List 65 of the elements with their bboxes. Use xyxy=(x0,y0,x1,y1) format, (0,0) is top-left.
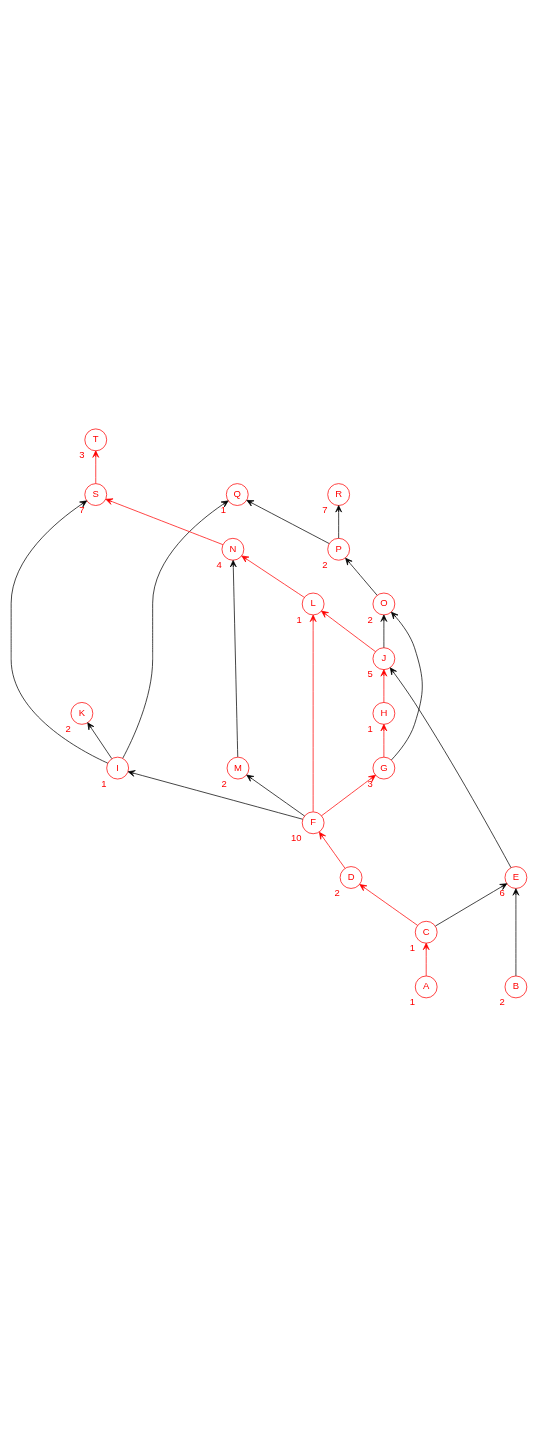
arrow xyxy=(309,614,317,812)
node-circle: N xyxy=(221,537,245,561)
node-label: 7 xyxy=(322,503,328,515)
arrow xyxy=(422,942,430,976)
node-label: 3 xyxy=(79,448,85,460)
node-label: 2 xyxy=(65,722,71,734)
node-label: 1 xyxy=(220,503,227,515)
node-label: 1 xyxy=(101,777,107,789)
node-circle: D xyxy=(339,865,363,889)
arrow xyxy=(335,504,342,539)
node-circle: C xyxy=(414,920,438,944)
arrow xyxy=(241,555,305,598)
node-circle: M xyxy=(226,756,250,779)
node-label: 1 xyxy=(296,613,302,625)
arrow xyxy=(122,499,229,759)
node-circle: A xyxy=(414,975,438,998)
node-label: 6 xyxy=(499,886,505,898)
node-circle: K xyxy=(70,701,94,725)
node-label: 1 xyxy=(367,722,373,734)
node-label: 2 xyxy=(499,995,505,1007)
node-circle: R xyxy=(327,482,350,506)
arrow xyxy=(229,559,239,757)
arrow xyxy=(380,668,388,703)
node-label: 4 xyxy=(216,558,222,570)
node-circle: T xyxy=(84,428,108,451)
node-label: 7 xyxy=(79,503,85,515)
arrow xyxy=(92,449,100,484)
arrow xyxy=(246,499,330,544)
node-label: 2 xyxy=(322,558,328,570)
arrow xyxy=(318,831,346,869)
arrow xyxy=(321,610,376,652)
node-circle: E xyxy=(504,865,528,889)
arrow xyxy=(127,769,303,820)
node-circle: H xyxy=(372,701,396,725)
arrow xyxy=(435,882,508,926)
node-circle: G xyxy=(372,756,396,779)
node-label: 1 xyxy=(409,941,415,953)
node-label: 2 xyxy=(221,777,227,789)
node-circle: J xyxy=(372,646,396,670)
node-label: 10 xyxy=(291,831,302,843)
arrow xyxy=(380,723,388,757)
arrow xyxy=(10,499,109,764)
node-label: 3 xyxy=(367,777,373,789)
node-circle: F xyxy=(301,811,325,834)
node-circle: Q xyxy=(225,482,249,506)
arrow xyxy=(105,497,224,545)
node-circle: B xyxy=(504,975,528,998)
arrow xyxy=(391,611,423,760)
arrow xyxy=(359,883,418,926)
arrow xyxy=(87,721,113,759)
node-label: 2 xyxy=(334,886,340,898)
arrow xyxy=(321,774,376,816)
node-label: 5 xyxy=(367,667,373,679)
node-circle: I xyxy=(106,756,129,779)
node-label: 1 xyxy=(409,995,415,1007)
arrow xyxy=(512,887,520,976)
arrow xyxy=(389,666,512,868)
node-circle: S xyxy=(84,482,108,506)
arrow xyxy=(380,614,388,648)
node-circle: L xyxy=(301,592,325,615)
arrow xyxy=(246,774,305,816)
node-circle: O xyxy=(372,592,396,615)
arrow xyxy=(345,557,378,596)
node-circle: P xyxy=(327,537,350,561)
node-label: 2 xyxy=(367,613,373,625)
